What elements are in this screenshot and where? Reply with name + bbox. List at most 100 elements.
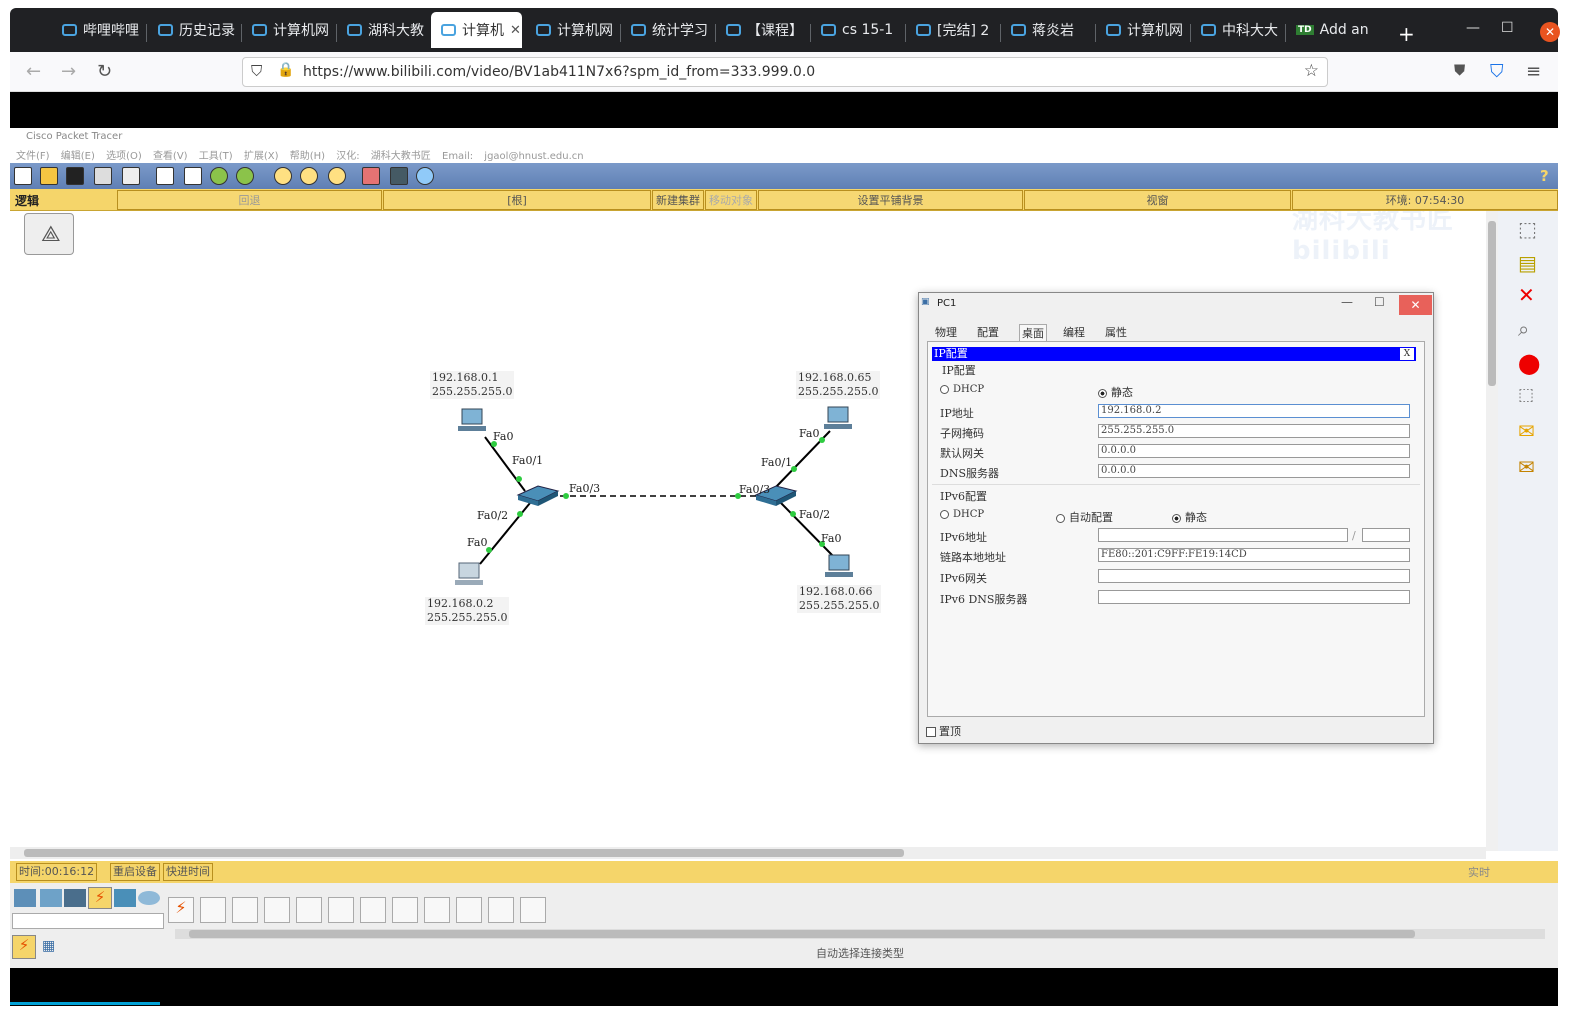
pc2[interactable] [824, 406, 852, 429]
tab-cs-network-2[interactable]: 计算机网 [526, 12, 616, 48]
fast-forward-button[interactable]: 快进时间 [163, 863, 213, 881]
ipv6-gateway-field[interactable] [1098, 569, 1410, 583]
maximize-icon[interactable]: ☐ [1501, 20, 1514, 36]
viewport-button[interactable]: 视窗 [1024, 190, 1291, 210]
reload-icon[interactable]: ↻ [97, 61, 113, 82]
add-simple-pdu-icon[interactable]: ✉ [1518, 419, 1535, 443]
tab-close-icon[interactable]: ✕ [510, 22, 521, 38]
usb-cable-icon[interactable] [520, 897, 546, 923]
tab-course[interactable]: 【课程】 [716, 12, 806, 48]
connections-sub-icon[interactable]: ⚡ [12, 935, 36, 959]
lock-icon[interactable]: 🔒 [277, 62, 295, 78]
dns-server-field[interactable]: 0.0.0.0 [1098, 464, 1410, 478]
pocket-icon[interactable]: ⛊ [1454, 61, 1466, 79]
radio-icon[interactable] [940, 510, 949, 519]
end-devices-icon[interactable] [40, 889, 62, 907]
panel-close-button[interactable]: X [1400, 348, 1414, 360]
copy-icon[interactable] [156, 167, 174, 185]
tab-history[interactable]: 历史记录 [148, 12, 238, 48]
add-complex-pdu-icon[interactable]: ✉ [1518, 455, 1535, 479]
tab-cs-network-1[interactable]: 计算机网 [242, 12, 332, 48]
custom-device-icon[interactable] [390, 167, 408, 185]
radio-icon[interactable] [940, 385, 949, 394]
device-search[interactable] [12, 913, 164, 929]
delete-icon[interactable]: ✕ [1518, 283, 1535, 307]
url-bar[interactable]: ⛉ 🔒 https://www.bilibili.com/video/BV1ab… [242, 57, 1328, 87]
vertical-scrollbar[interactable] [1486, 211, 1498, 851]
tab-hnust[interactable]: 湖科大教 [337, 12, 427, 48]
tab-attributes[interactable]: 属性 [1105, 326, 1127, 339]
activity-wizard-icon[interactable] [122, 167, 140, 185]
subnet-mask-field[interactable]: 255.255.255.0 [1098, 424, 1410, 438]
crossover-cable-icon[interactable] [264, 897, 290, 923]
realtime-label[interactable]: 实时 [1468, 866, 1490, 879]
logical-view-icon[interactable]: ⟁ [24, 213, 74, 255]
multiuser-icon[interactable] [138, 891, 160, 905]
ipv6-static-radio[interactable]: 静态 [1172, 509, 1207, 525]
octal-cable-icon[interactable] [456, 897, 482, 923]
menu-extensions[interactable]: 扩展(X) [243, 151, 279, 162]
coaxial-cable-icon[interactable] [360, 897, 386, 923]
draw-ellipse-icon[interactable]: ⬤ [1518, 351, 1541, 375]
new-tab-button[interactable]: + [1398, 22, 1415, 46]
tab-desktop[interactable]: 桌面 [1019, 324, 1047, 341]
tab-physical[interactable]: 物理 [935, 326, 957, 339]
switch1[interactable] [754, 485, 798, 506]
bookmark-star-icon[interactable]: ☆ [1303, 61, 1319, 81]
tab-programming[interactable]: 编程 [1063, 326, 1085, 339]
maximize-icon[interactable]: ☐ [1374, 295, 1385, 309]
menu-icon[interactable]: ≡ [1526, 61, 1542, 82]
radio-icon[interactable] [1098, 388, 1107, 398]
tab-stats[interactable]: 统计学习 [621, 12, 711, 48]
cluster-icon[interactable] [416, 167, 434, 185]
connections-icon[interactable]: ⚡ [88, 887, 112, 909]
logical-tab[interactable]: 逻辑 [15, 194, 40, 208]
environment-time[interactable]: 环境: 07:54:30 [1292, 190, 1558, 210]
new-file-icon[interactable] [14, 167, 32, 185]
tab-ustc[interactable]: 中科大大 [1191, 12, 1281, 48]
link-local-field[interactable]: FE80::201:C9FF:FE19:14CD [1098, 548, 1410, 562]
serial-dce-icon[interactable] [392, 897, 418, 923]
new-cluster-button[interactable]: 新建集群 [652, 190, 704, 210]
iot-cable-icon[interactable] [488, 897, 514, 923]
menu-tools[interactable]: 工具(T) [198, 151, 233, 162]
menu-options[interactable]: 选项(O) [106, 151, 142, 162]
open-folder-icon[interactable] [40, 167, 58, 185]
auto-connection-icon[interactable]: ⚡ [168, 897, 194, 923]
tab-finished[interactable]: [完结] 2 [906, 12, 996, 48]
zoom-in-icon[interactable] [274, 167, 292, 185]
radio-icon[interactable] [1172, 513, 1181, 523]
print-icon[interactable] [94, 167, 112, 185]
tab-cs15[interactable]: cs 15-1 [811, 12, 901, 48]
window-close-icon[interactable]: ✕ [1540, 22, 1560, 42]
zoom-out-icon[interactable] [328, 167, 346, 185]
set-tiled-background-button[interactable]: 设置平铺背景 [758, 190, 1023, 210]
dialog-close-icon[interactable]: ✕ [1399, 295, 1432, 315]
horizontal-scrollbar[interactable] [10, 847, 1486, 859]
zoom-reset-icon[interactable] [300, 167, 318, 185]
ip-address-field[interactable]: 192.168.0.2 [1098, 404, 1410, 418]
static-radio[interactable]: 静态 [1098, 384, 1133, 400]
menu-help[interactable]: 帮助(H) [289, 151, 326, 162]
tab-active[interactable]: 计算机✕ [431, 12, 522, 48]
console-cable-icon[interactable] [200, 897, 226, 923]
ipv6-prefix-field[interactable] [1362, 528, 1410, 542]
back-button[interactable]: 回退 [117, 190, 382, 210]
always-on-top-checkbox[interactable]: 置顶 [926, 723, 961, 739]
extension-icon[interactable]: ⛉ [1490, 61, 1504, 82]
tab-config[interactable]: 配置 [977, 326, 999, 339]
components-icon[interactable] [64, 889, 86, 907]
ipv6-dns-field[interactable] [1098, 590, 1410, 604]
scroll-thumb[interactable] [1488, 221, 1496, 386]
redo-icon[interactable] [236, 167, 254, 185]
back-icon[interactable]: ← [26, 61, 42, 82]
minimize-icon[interactable]: — [1466, 20, 1480, 36]
forward-icon[interactable]: → [61, 61, 77, 82]
pc0[interactable] [458, 408, 486, 431]
inspect-icon[interactable]: ⌕ [1518, 317, 1530, 341]
palette-icon[interactable] [362, 167, 380, 185]
shield-icon[interactable]: ⛉ [251, 62, 263, 80]
ipv6-dhcp-radio[interactable]: DHCP [940, 509, 984, 520]
resize-icon[interactable]: ⬚ [1518, 385, 1535, 405]
